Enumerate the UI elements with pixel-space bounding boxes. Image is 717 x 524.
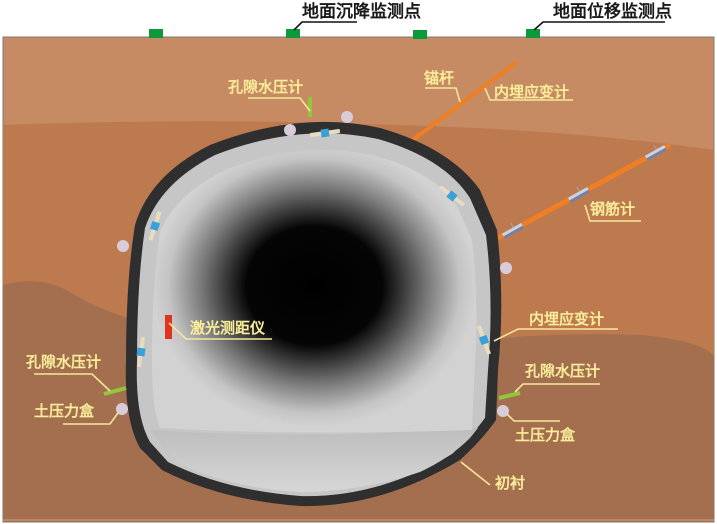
surface-point-4 — [526, 29, 540, 38]
strain-gauge-upper-left — [148, 211, 162, 241]
label-surface-displacement: 地面位移监测点 — [553, 1, 672, 22]
label-pore-pressure-top: 孔隙水压计 — [228, 78, 303, 96]
pore-pressure-gauge-right — [498, 391, 521, 400]
label-strain-gauge-top: 内埋应变计 — [494, 83, 569, 101]
label-rebar-meter: 钢筋计 — [590, 200, 635, 218]
strain-gauge-upper-right — [438, 185, 466, 207]
strain-gauge-crown — [309, 128, 341, 138]
label-anchor-bolt: 锚杆 — [424, 69, 454, 87]
label-pore-pressure-right: 孔隙水压计 — [525, 362, 600, 380]
label-strain-gauge-right: 内埋应变计 — [529, 310, 604, 328]
surface-point-1 — [149, 29, 163, 38]
label-primary-lining: 初衬 — [495, 474, 525, 492]
anchor-bolt-upper — [408, 60, 519, 144]
rebar-meters — [501, 144, 668, 239]
earth-pressure-cells — [116, 111, 512, 417]
label-surface-settlement: 地面沉降监测点 — [302, 1, 421, 22]
label-pore-pressure-left: 孔隙水压计 — [26, 353, 101, 371]
tunnel-interior — [152, 150, 477, 433]
label-earth-pressure-right: 土压力盒 — [515, 426, 576, 444]
label-earth-pressure-left: 土压力盒 — [34, 402, 95, 420]
strain-gauge-left — [136, 336, 146, 368]
surface-monitoring-points — [149, 29, 540, 39]
laser-rangefinder — [165, 315, 172, 339]
pore-pressure-gauge-top — [308, 97, 312, 117]
label-laser-rangefinder: 激光测距仪 — [190, 319, 266, 337]
pore-pressure-gauge-left — [103, 386, 127, 396]
strain-gauges — [136, 128, 492, 368]
surface-point-3 — [413, 30, 427, 39]
strain-gauge-right — [476, 325, 492, 355]
surface-point-2 — [286, 29, 300, 38]
